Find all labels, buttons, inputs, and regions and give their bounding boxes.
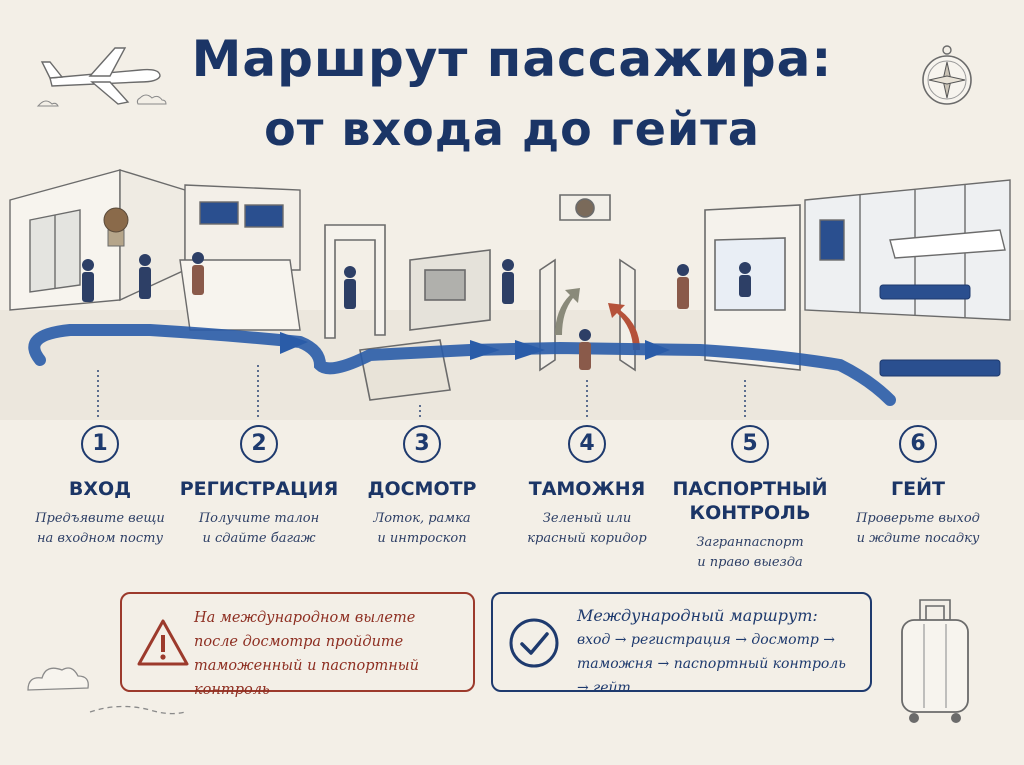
step-name: ВХОД (68, 478, 132, 500)
warning-note: На международном вылете после досмотра п… (120, 592, 475, 698)
route-summary-note: Международный маршрут: вход → регистраци… (491, 592, 872, 696)
green-corridor-arrow (555, 288, 580, 335)
step-number: 3 (403, 425, 441, 463)
step-name: ТАМОЖНЯ (528, 478, 646, 500)
route-path (28, 324, 896, 406)
step-name: ДОСМОТР (367, 478, 477, 500)
plant-icon (103, 207, 129, 247)
entrance-building (9, 169, 186, 311)
compass-icon (922, 45, 972, 105)
seats-icon (879, 284, 1001, 377)
airplane-icon (36, 47, 167, 107)
passport-booth (704, 204, 801, 371)
leader-lines (97, 365, 746, 420)
warning-text: На международном вылете после досмотра п… (194, 610, 419, 698)
airport-route-illustration (0, 169, 1024, 420)
customs-gates (539, 194, 636, 372)
step-number: 4 (568, 425, 606, 463)
red-corridor-arrow (608, 303, 640, 350)
suitcase-icon (901, 599, 969, 723)
step-number: 1 (81, 425, 119, 463)
step-number: 6 (899, 425, 937, 463)
route-arrows (280, 332, 670, 360)
step-name: РЕГИСТРАЦИЯ (179, 478, 339, 500)
route-summary-text: Международный маршрут: вход → регистраци… (577, 606, 846, 696)
page-title-line1: Маршрут пассажира: (191, 30, 833, 88)
step-number: 5 (731, 425, 769, 463)
step-number: 2 (240, 425, 278, 463)
warning-icon (137, 619, 189, 666)
cloud-icon (27, 667, 186, 715)
step-name: ГЕЙТ (891, 478, 945, 500)
checkmark-icon (509, 618, 559, 668)
checkin-counter (179, 184, 301, 331)
passenger-figures (82, 252, 751, 370)
page-title-line2: от входа до гейта (264, 102, 760, 156)
